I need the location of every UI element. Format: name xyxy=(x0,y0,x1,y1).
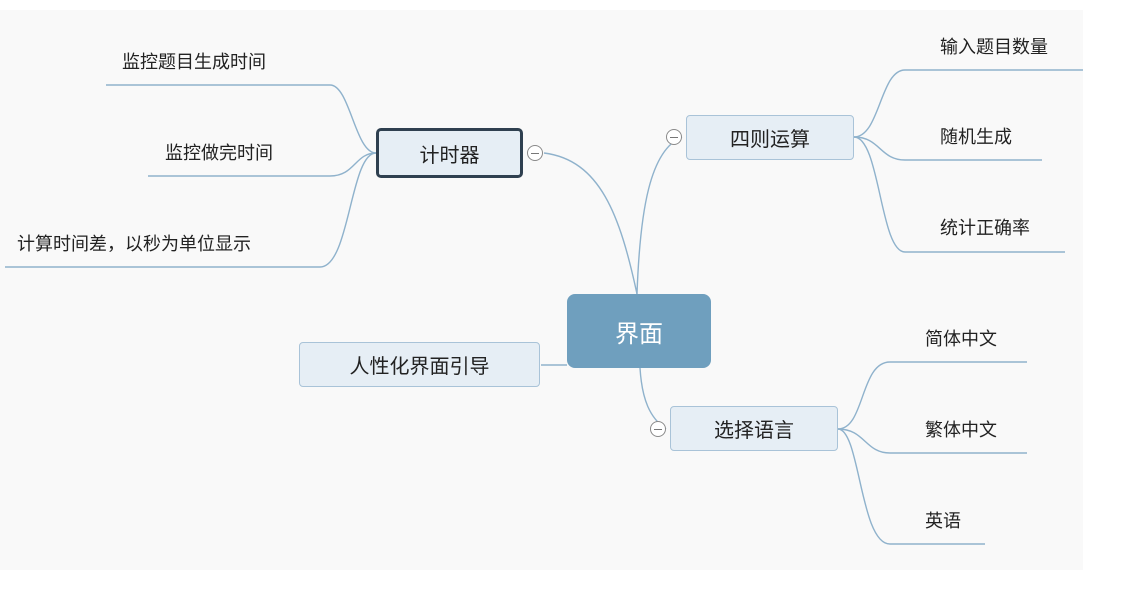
link-root-language xyxy=(639,367,667,430)
link-arith-3 xyxy=(853,136,1065,253)
subtopic-timer-3[interactable]: 计算时间差，以秒为单位显示 xyxy=(17,234,251,255)
topic-arithmetic-label: 四则运算 xyxy=(730,127,810,151)
link-timer-1 xyxy=(106,84,377,154)
link-arith-1 xyxy=(853,69,1083,138)
link-root-timer xyxy=(543,152,638,295)
subtopic-lang-1[interactable]: 简体中文 xyxy=(925,329,997,350)
link-timer-3 xyxy=(5,152,377,268)
root-topic-label: 界面 xyxy=(615,319,663,348)
subtopic-timer-1[interactable]: 监控题目生成时间 xyxy=(122,52,266,73)
subtopic-lang-3[interactable]: 英语 xyxy=(925,511,961,532)
topic-arithmetic[interactable]: 四则运算 xyxy=(686,115,854,160)
root-topic[interactable]: 界面 xyxy=(567,294,711,368)
topic-timer[interactable]: 计时器 xyxy=(376,128,523,178)
topic-timer-label: 计时器 xyxy=(419,142,480,167)
subtopic-timer-2[interactable]: 监控做完时间 xyxy=(165,143,273,164)
link-lang-3 xyxy=(837,428,985,545)
subtopic-arith-3[interactable]: 统计正确率 xyxy=(940,218,1030,239)
topic-guide-label: 人性化界面引导 xyxy=(349,354,490,378)
mindmap-canvas: 界面 计时器 四则运算 选择语言 人性化界面引导 监控题目生成时间 监控做完时间… xyxy=(0,10,1083,570)
topic-language-label: 选择语言 xyxy=(714,418,794,442)
subtopic-arith-1[interactable]: 输入题目数量 xyxy=(940,37,1048,58)
link-lang-1 xyxy=(837,361,1027,430)
collapse-language-minus-icon[interactable] xyxy=(650,421,666,437)
subtopic-lang-2[interactable]: 繁体中文 xyxy=(925,420,997,441)
collapse-timer-minus-icon[interactable] xyxy=(527,145,543,161)
topic-guide[interactable]: 人性化界面引导 xyxy=(299,342,540,387)
topic-language[interactable]: 选择语言 xyxy=(670,406,838,451)
link-root-arithmetic xyxy=(636,136,683,295)
link-timer-2 xyxy=(148,152,377,177)
connector-lines xyxy=(5,69,1083,545)
link-lang-2 xyxy=(837,428,1027,454)
subtopic-arith-2[interactable]: 随机生成 xyxy=(940,127,1012,148)
collapse-arithmetic-minus-icon[interactable] xyxy=(666,129,682,145)
link-arith-2 xyxy=(853,136,1042,161)
